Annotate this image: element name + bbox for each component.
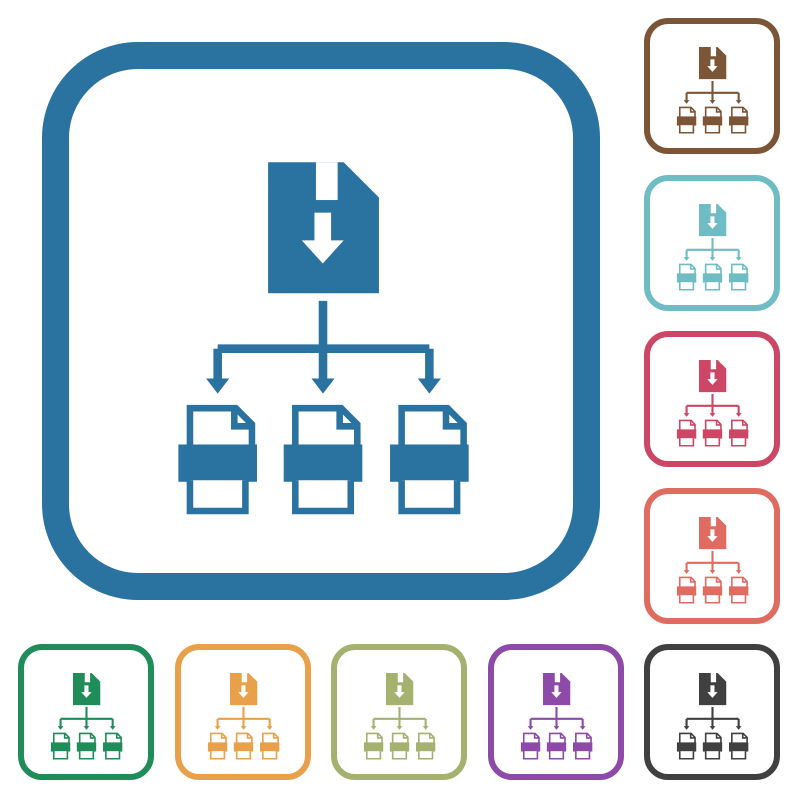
icon-tile-teal[interactable] (644, 175, 780, 311)
icon-tile-purple[interactable] (488, 644, 624, 780)
file-distribution-icon (24, 650, 148, 774)
file-distribution-icon (337, 650, 461, 774)
file-distribution-icon (650, 181, 774, 305)
file-distribution-icon (650, 494, 774, 618)
icon-tile-salmon[interactable] (644, 488, 780, 624)
icon-tile-brown[interactable] (644, 18, 780, 154)
icon-tile-rose[interactable] (644, 331, 780, 467)
icon-tile-green[interactable] (18, 644, 154, 780)
file-distribution-icon (650, 650, 774, 774)
file-distribution-icon (69, 69, 573, 573)
file-distribution-icon (181, 650, 305, 774)
file-distribution-icon (650, 337, 774, 461)
icon-tile-olive[interactable] (331, 644, 467, 780)
icon-tile-main[interactable] (42, 42, 600, 600)
icon-tile-dark[interactable] (644, 644, 780, 780)
file-distribution-icon (650, 24, 774, 148)
file-distribution-icon (494, 650, 618, 774)
icon-tile-orange[interactable] (175, 644, 311, 780)
